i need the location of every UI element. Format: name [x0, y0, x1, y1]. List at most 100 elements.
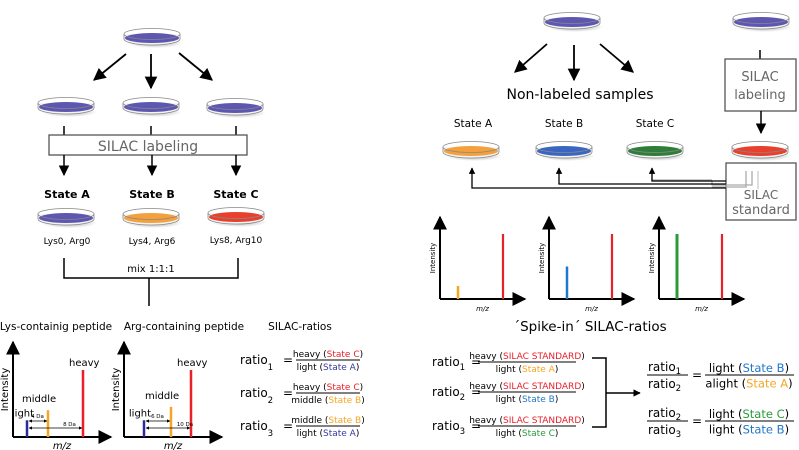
spike-in-ratios-title: ´Spike-in´ SILAC-ratios: [513, 319, 666, 335]
dish-medium: [208, 103, 262, 113]
ratio-2: ratio2 =heavy (State C) middle (State B): [240, 383, 365, 406]
standard-dish: [731, 141, 791, 161]
silac-labeling-line1: SILAC: [741, 70, 778, 85]
ratio-name: ratio3: [432, 419, 465, 437]
x-axis-label: m/z: [585, 305, 598, 313]
lys-spectrum-title: Lys-containig peptide: [0, 321, 112, 333]
source-dish-right: [543, 12, 603, 32]
x-axis-label: m/z: [476, 305, 489, 313]
dish-rim: [731, 141, 789, 153]
x-axis-label: m/z: [164, 441, 183, 450]
lhs-denominator: ratio3: [648, 423, 681, 440]
ratio-name: ratio1: [432, 355, 465, 373]
right-state-c-label: State C: [636, 118, 674, 130]
ratio-3: ratio3=middle (State B)light (State A): [240, 416, 365, 439]
numerator: heavy (SILAC STANDARD): [469, 416, 585, 426]
unlabeled-dish-3: [206, 98, 266, 118]
silac-ratios-title: SILAC-ratios: [268, 321, 332, 333]
mix-label: mix 1:1:1: [127, 264, 174, 275]
silac-ratios: ratio1=heavy (State C)light (State A) rat…: [240, 350, 365, 439]
right-state-c-dish: [626, 141, 686, 161]
right-state-a-dish: [442, 141, 502, 161]
equals-sign: =: [471, 385, 481, 399]
denominator: light (State A): [297, 429, 360, 439]
ratios-bracket: [592, 357, 640, 428]
arrow-to-dish-3: [178, 52, 213, 81]
arrow-to-nonlabeled-3: [599, 43, 634, 73]
dish-rim: [207, 207, 265, 219]
numerator: heavy (SILAC STANDARD): [469, 352, 585, 362]
left-panel: SILAC labeling State A State B State C L…: [0, 28, 365, 450]
spike-spectrum-b: Intensity m/z: [538, 215, 636, 313]
standard-source-dish: [732, 12, 792, 32]
x-axis-label: m/z: [53, 441, 72, 450]
rhs-denominator: alight (State A): [705, 377, 792, 391]
shift-label-2: 8 Da: [63, 422, 76, 428]
arrow-to-nonlabeled-1: [514, 43, 548, 73]
denominator: light (State C): [496, 429, 559, 439]
arrow-to-dish-1: [93, 53, 127, 81]
silac-standard-box: [725, 162, 797, 221]
lhs-numerator: ratio1: [648, 360, 681, 377]
silac-standard-line2: standard: [732, 203, 790, 218]
lhs-denominator: ratio2: [648, 377, 681, 394]
ratio-1: ratio1=heavy (State C)light (State A): [240, 350, 363, 373]
equals-sign: =: [471, 355, 481, 369]
dish-medium: [734, 17, 788, 27]
equals-sign: =: [692, 414, 702, 428]
arg-spectrum-title: Arg-containing peptide: [124, 321, 244, 333]
dish-rim: [37, 97, 95, 109]
numerator: heavy (SILAC STANDARD): [469, 382, 585, 392]
state-b-label: State B: [129, 188, 175, 201]
equals-sign: =: [283, 386, 293, 400]
dish-rim: [626, 141, 684, 153]
numerator: heavy (State C): [293, 350, 363, 360]
state-c-label: State C: [213, 188, 258, 201]
denominator: light (State B): [496, 395, 559, 405]
y-axis-label: Intensity: [0, 368, 11, 412]
state-b-composition: Lys4, Arg6: [129, 237, 176, 247]
equals-sign: =: [283, 353, 293, 367]
shift-label-1: 4 Da: [31, 414, 44, 420]
dish-medium: [209, 212, 263, 222]
dish-medium: [124, 213, 178, 223]
state-b-dish: [122, 208, 182, 228]
dish-medium: [39, 213, 93, 223]
rhs-numerator: light (State B): [709, 361, 789, 375]
dish-medium: [39, 102, 93, 112]
dish-rim: [732, 12, 790, 24]
numerator: heavy (State C): [293, 383, 363, 393]
state-c-dish: [207, 207, 267, 227]
state-a-label: State A: [44, 188, 90, 201]
state-c-composition: Lys8, Arg10: [210, 236, 263, 246]
peak-label-middle: middle: [145, 391, 179, 402]
silac-standard-line1: SILAC: [744, 188, 779, 202]
peak-label-heavy: heavy: [69, 358, 100, 369]
state-a-dish: [37, 208, 97, 228]
y-axis-label: Intensity: [111, 368, 122, 412]
denominator: middle (State B): [291, 396, 364, 406]
spike-ratio-2: ratio2=heavy (SILAC STANDARD)light (Stat…: [432, 382, 585, 405]
numerator: middle (State B): [291, 416, 364, 426]
dish-medium: [628, 146, 682, 156]
ratio-name: ratio2: [240, 386, 273, 406]
spike-ratio-1: ratio1 =heavy (SILAC STANDARD) light (Stat…: [432, 352, 585, 375]
spike-in-lines: [468, 167, 759, 189]
peak-label-light: light: [129, 408, 151, 419]
silac-labeling-box: [48, 134, 248, 156]
dish-rim: [122, 208, 180, 220]
lhs-numerator: ratio2: [648, 406, 681, 423]
peak-label-heavy: heavy: [177, 358, 208, 369]
dish-rim: [442, 141, 500, 153]
right-panel: Non-labeled samples SILAC labeling State…: [429, 12, 797, 440]
right-state-a-label: State A: [454, 118, 493, 130]
y-axis-label: Intensity: [538, 243, 546, 273]
denominator: light (State A): [496, 365, 559, 375]
x-axis-label: m/z: [695, 305, 708, 313]
